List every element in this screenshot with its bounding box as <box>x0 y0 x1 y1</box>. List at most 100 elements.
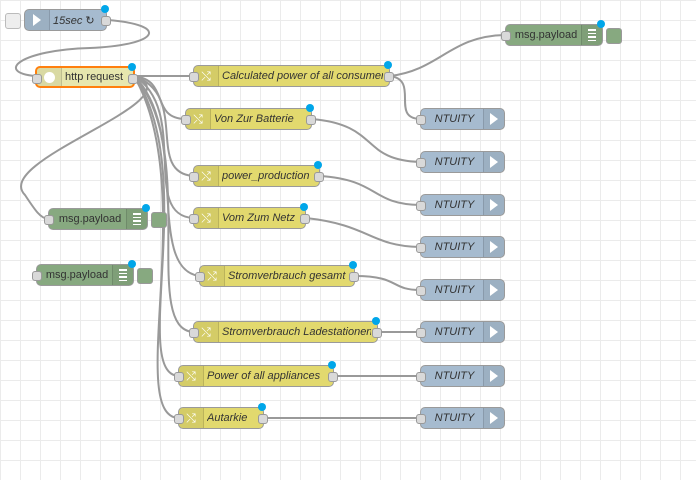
ntuity-label: NTUITY <box>434 412 475 424</box>
ntuity-input-port[interactable] <box>416 414 426 424</box>
http-output-port[interactable] <box>128 74 138 84</box>
ntuity-input-port[interactable] <box>416 286 426 296</box>
change-node[interactable]: ⤭ Stromverbrauch Ladestationen <box>189 317 382 343</box>
change-label: Power of all appliances <box>207 370 321 382</box>
change-label: Vom Zum Netz <box>222 212 295 224</box>
change-output-port[interactable] <box>349 272 359 282</box>
debug-toggle-button[interactable] <box>137 268 153 284</box>
inject-label: 15sec ↻ <box>53 14 95 27</box>
change-input-port[interactable] <box>174 372 184 382</box>
changed-indicator <box>306 104 314 112</box>
change-input-port[interactable] <box>174 414 184 424</box>
change-node[interactable]: ⤭ Power of all appliances <box>174 361 338 387</box>
debug-input-port[interactable] <box>32 271 42 281</box>
wire-change1-ntuity-1 <box>389 75 421 120</box>
change-input-port[interactable] <box>189 328 199 338</box>
arrow-right-icon <box>483 237 504 257</box>
ntuity-label: NTUITY <box>434 156 475 168</box>
change-output-port[interactable] <box>328 372 338 382</box>
debug-node[interactable]: msg.payload <box>44 204 167 230</box>
change-input-port[interactable] <box>189 172 199 182</box>
debug-label: msg.payload <box>45 269 109 281</box>
http-label: http request <box>65 71 124 83</box>
change-output-port[interactable] <box>372 328 382 338</box>
ntuity-label: NTUITY <box>434 326 475 338</box>
wire-change3-ntuity-3 <box>319 175 421 206</box>
inject-output-port[interactable] <box>101 16 111 26</box>
ntuity-input-port[interactable] <box>416 328 426 338</box>
change-node[interactable]: ⤭ power_production <box>189 161 324 187</box>
http-input-port[interactable] <box>32 74 42 84</box>
ntuity-output-node[interactable]: NTUITY <box>416 151 505 173</box>
arrow-right-icon <box>483 366 504 386</box>
list-icon <box>126 209 147 229</box>
changed-indicator <box>258 403 266 411</box>
arrow-right-icon <box>483 408 504 428</box>
http-request-node[interactable]: http request <box>32 63 138 88</box>
changed-indicator <box>349 261 357 269</box>
inject-trigger-button[interactable] <box>5 13 21 29</box>
change-label: Calculated power of all consumers <box>222 70 383 82</box>
changed-indicator <box>300 203 308 211</box>
wire-http-change-3 <box>133 75 194 177</box>
change-node[interactable]: ⤭ Stromverbrauch gesamt <box>195 261 359 287</box>
ntuity-label: NTUITY <box>434 284 475 296</box>
changed-indicator <box>597 20 605 28</box>
wire-change4-ntuity-4 <box>305 217 421 248</box>
debug-input-port[interactable] <box>501 31 511 41</box>
arrow-right-icon <box>483 280 504 300</box>
change-input-port[interactable] <box>195 272 205 282</box>
debug-input-port[interactable] <box>44 215 54 225</box>
list-icon <box>581 25 602 45</box>
change-input-port[interactable] <box>181 115 191 125</box>
wire-change1-debug-top <box>389 34 506 77</box>
change-output-port[interactable] <box>306 115 316 125</box>
arrow-right-icon <box>483 109 504 129</box>
ntuity-input-port[interactable] <box>416 243 426 253</box>
ntuity-output-node[interactable]: NTUITY <box>416 108 505 130</box>
change-input-port[interactable] <box>189 72 199 82</box>
ntuity-output-node[interactable]: NTUITY <box>416 236 505 258</box>
change-node[interactable]: ⤭ Calculated power of all consumers <box>189 61 394 87</box>
ntuity-output-node[interactable]: NTUITY <box>416 365 505 387</box>
ntuity-output-node[interactable]: NTUITY <box>416 194 505 216</box>
shuffle-icon: ⤭ <box>194 166 219 186</box>
wire-http-change-6 <box>133 75 194 333</box>
ntuity-input-port[interactable] <box>416 158 426 168</box>
change-label: Stromverbrauch gesamt <box>228 270 346 282</box>
ntuity-input-port[interactable] <box>416 372 426 382</box>
change-output-port[interactable] <box>384 72 394 82</box>
changed-indicator <box>142 204 150 212</box>
change-node[interactable]: ⤭ Autarkie <box>174 403 268 429</box>
debug-toggle-button[interactable] <box>606 28 622 44</box>
changed-indicator <box>314 161 322 169</box>
shuffle-icon: ⤭ <box>179 408 204 428</box>
debug-node[interactable]: msg.payload <box>501 20 622 46</box>
ntuity-label: NTUITY <box>434 113 475 125</box>
changed-indicator <box>101 5 109 13</box>
change-label: Stromverbrauch Ladestationen <box>222 326 371 338</box>
change-node[interactable]: ⤭ Vom Zum Netz <box>189 203 310 229</box>
ntuity-input-port[interactable] <box>416 115 426 125</box>
changed-indicator <box>128 260 136 268</box>
list-icon <box>112 265 133 285</box>
debug-toggle-button[interactable] <box>151 212 167 228</box>
change-node[interactable]: ⤭ Von Zur Batterie <box>181 104 316 130</box>
change-input-port[interactable] <box>189 214 199 224</box>
ntuity-output-node[interactable]: NTUITY <box>416 321 505 343</box>
change-output-port[interactable] <box>300 214 310 224</box>
ntuity-output-node[interactable]: NTUITY <box>416 407 505 429</box>
debug-label: msg.payload <box>58 213 122 225</box>
ntuity-output-node[interactable]: NTUITY <box>416 279 505 301</box>
change-output-port[interactable] <box>258 414 268 424</box>
debug-node[interactable]: msg.payload <box>32 260 153 286</box>
arrow-right-icon <box>483 195 504 215</box>
ntuity-input-port[interactable] <box>416 201 426 211</box>
ntuity-label: NTUITY <box>434 199 475 211</box>
change-output-port[interactable] <box>314 172 324 182</box>
inject-node[interactable]: 15sec ↻ <box>5 5 111 31</box>
change-label: Autarkie <box>207 412 248 424</box>
shuffle-icon: ⤭ <box>194 66 219 86</box>
change-label: power_production <box>222 170 310 182</box>
